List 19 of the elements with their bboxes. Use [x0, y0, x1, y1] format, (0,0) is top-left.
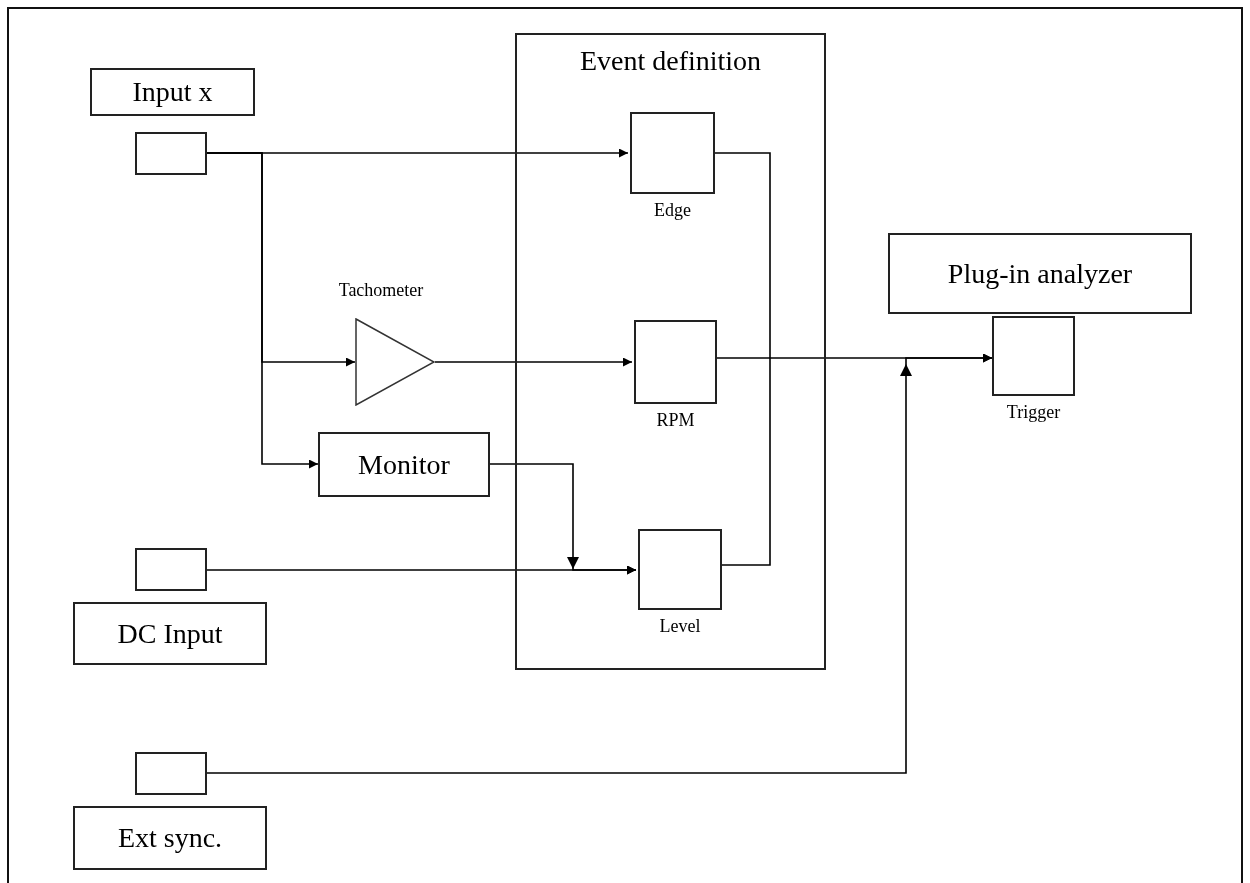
block-label: Level	[658, 616, 702, 637]
port-box	[135, 132, 207, 175]
block-box: Ext sync.	[73, 806, 267, 870]
group-frame	[515, 33, 826, 670]
connector-arrow	[206, 353, 993, 774]
block-box: Input x	[90, 68, 255, 116]
port-box	[135, 548, 207, 591]
connector-arrow	[206, 152, 319, 469]
block-box: DC Input	[73, 602, 267, 665]
block-label: Trigger	[1005, 402, 1062, 423]
block-label: Edge	[653, 200, 692, 221]
connector-arrow	[434, 357, 633, 367]
symbol-label: Tachometer	[337, 280, 425, 301]
group-title: Event definition	[578, 45, 763, 77]
connector-arrow	[206, 565, 637, 575]
block-label: RPM	[655, 410, 696, 431]
block-box: Plug-in analyzer	[888, 233, 1192, 314]
block-box: Monitor	[318, 432, 490, 497]
port-box	[135, 752, 207, 795]
